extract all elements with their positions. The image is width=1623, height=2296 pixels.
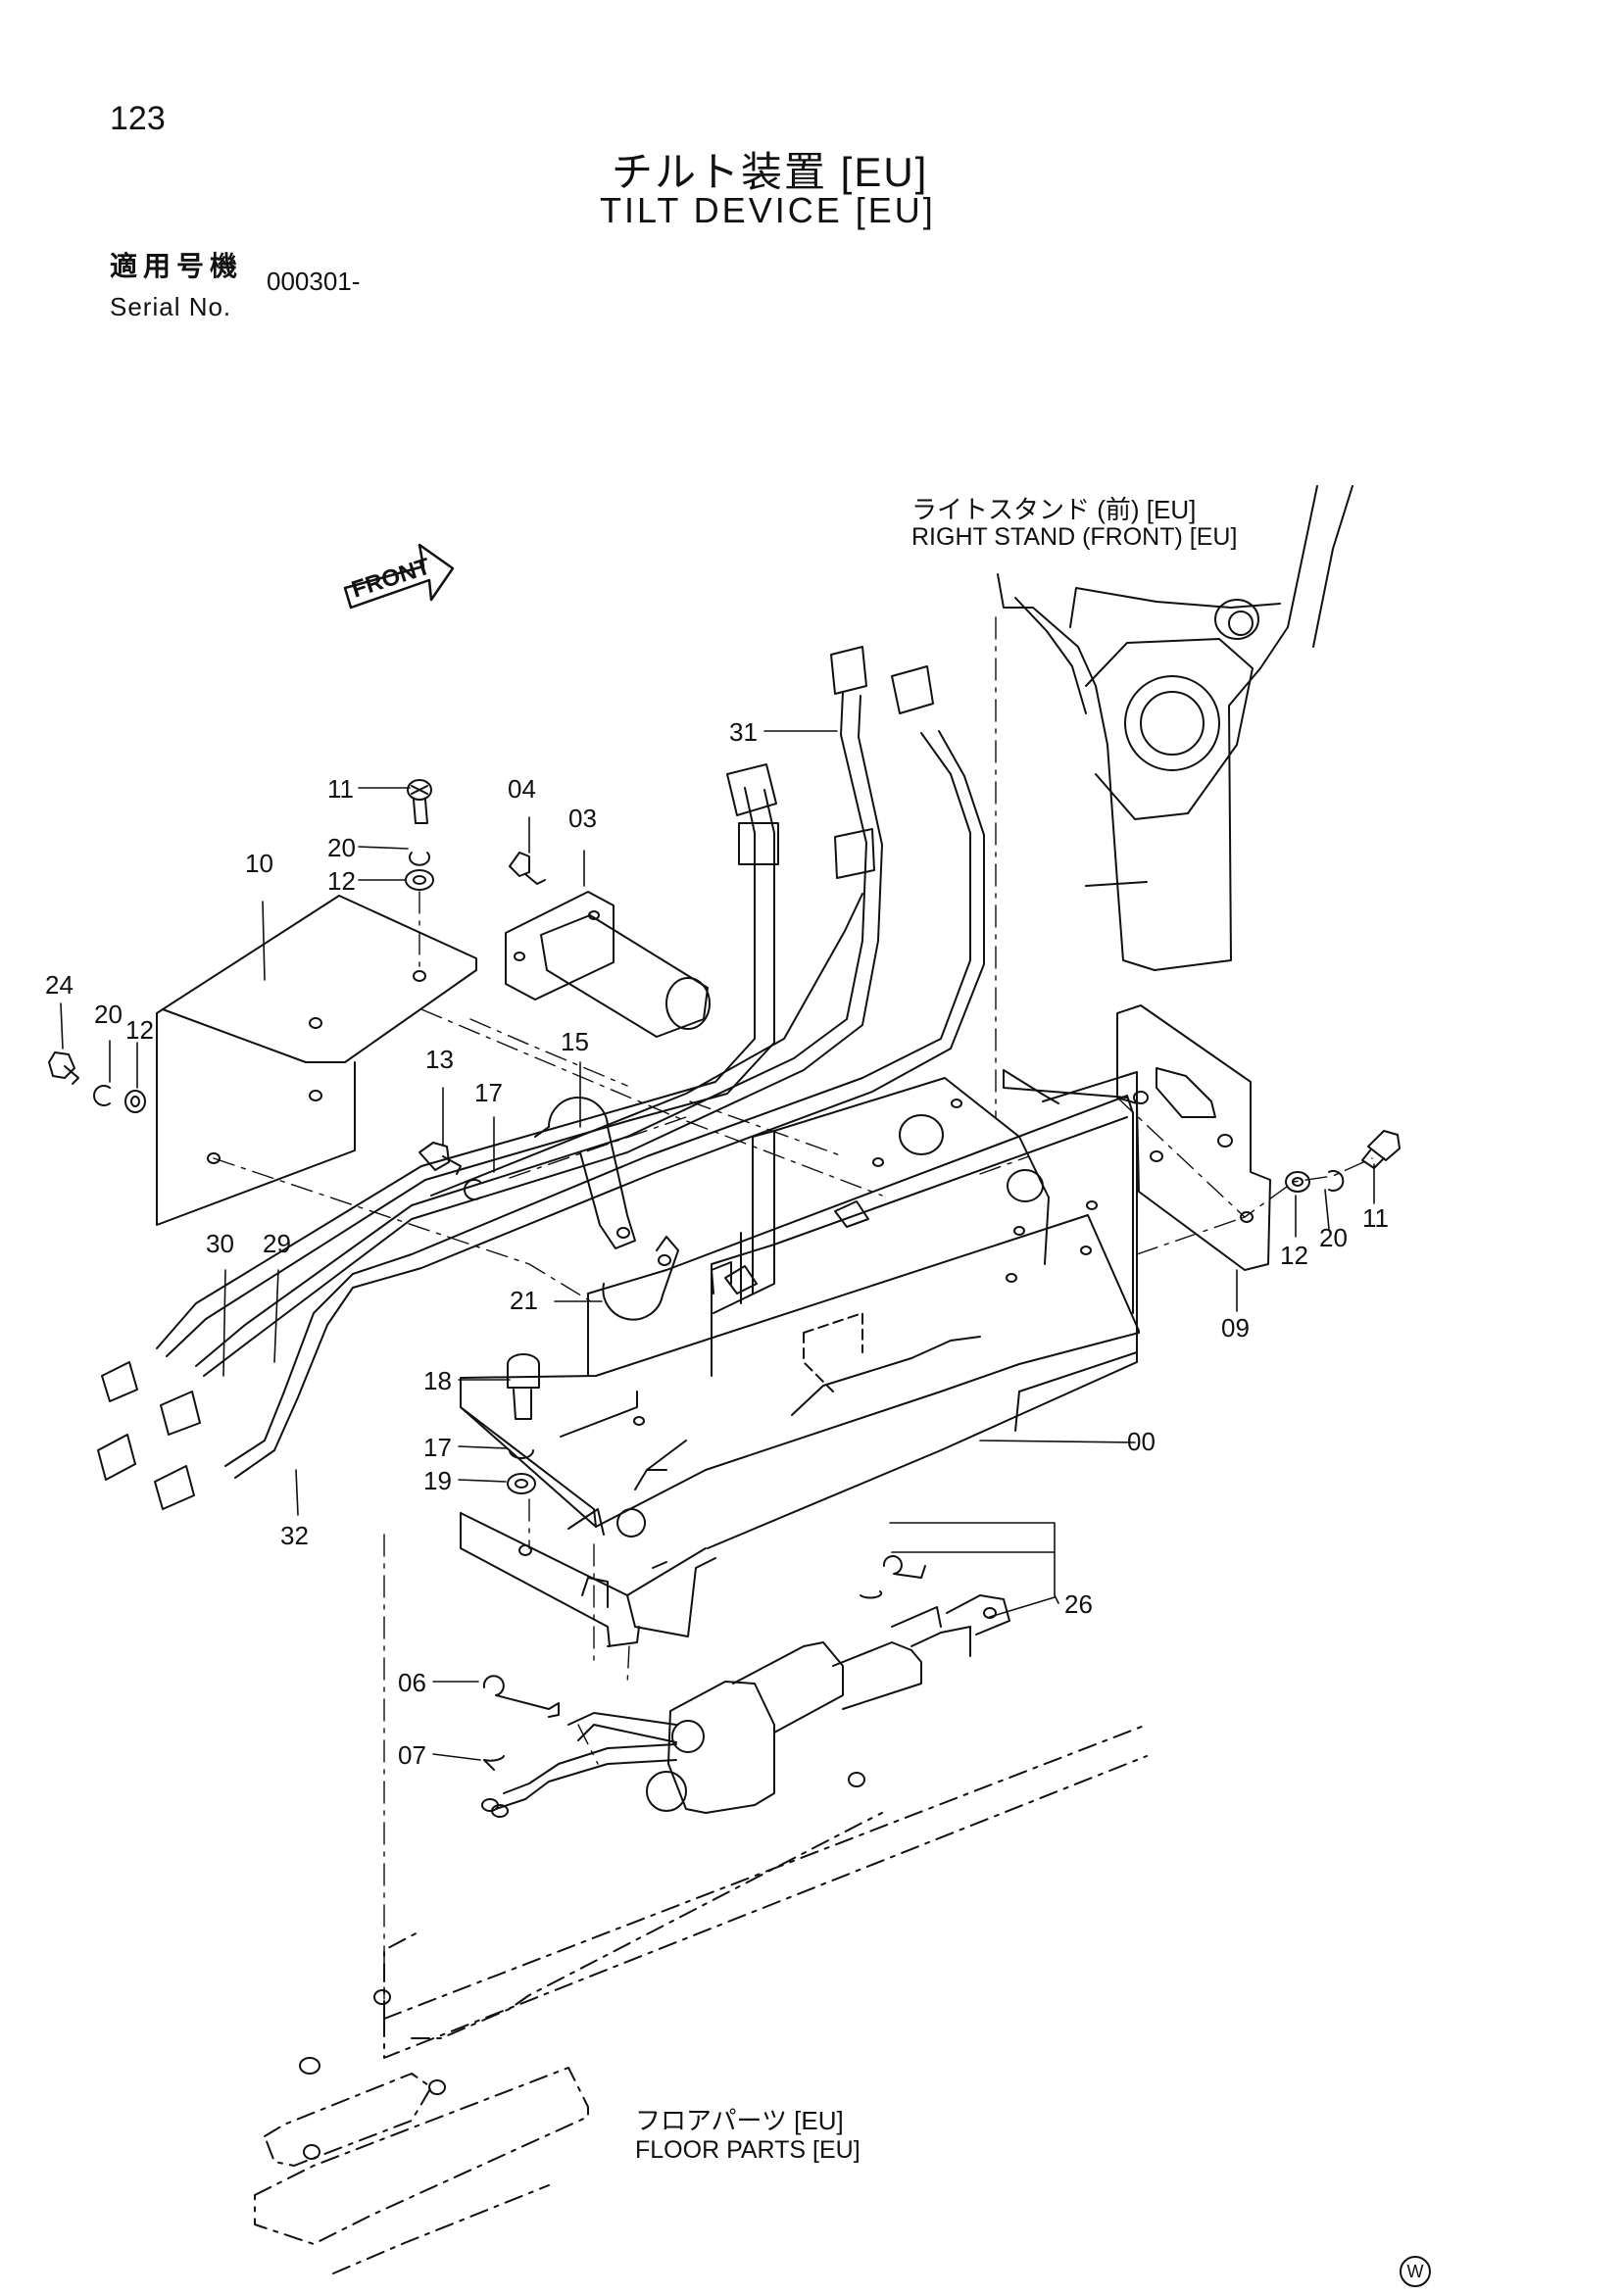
tilt-actuator — [482, 1556, 1009, 1817]
callout-leader-lines — [61, 731, 1374, 1760]
callout-17-upper: 17 — [474, 1078, 503, 1107]
bolt-18-set — [508, 1354, 539, 1493]
callout-03: 03 — [568, 804, 597, 833]
callout-07: 07 — [398, 1740, 426, 1770]
callout-12-upper: 12 — [327, 866, 356, 896]
page-title: TILT DEVICE [EU] — [600, 190, 936, 230]
main-frame-00 — [461, 1070, 1139, 1646]
floor-parts-label-japanese: フロアパーツ [EU] — [635, 2106, 844, 2135]
serial-label-japanese: 適用号機 — [110, 251, 244, 281]
callout-09: 09 — [1221, 1313, 1250, 1343]
page-title-japanese: チルト装置 [EU] — [612, 149, 929, 195]
serial-label: Serial No. — [110, 292, 232, 321]
callout-12-right: 12 — [1280, 1241, 1308, 1270]
page-number: 123 — [110, 100, 166, 137]
floor-holes — [300, 1773, 864, 2159]
right-stand-label-japanese: ライトスタンド (前) [EU] — [911, 495, 1197, 524]
floor-parts-outline — [255, 1725, 1147, 2273]
callout-10: 10 — [245, 849, 273, 878]
right-stand-outline — [998, 486, 1352, 970]
washer-bolt-set-right — [1286, 1131, 1400, 1192]
clamps-and-fasteners — [419, 1098, 678, 1320]
callout-20-left: 20 — [94, 1000, 123, 1029]
callout-26: 26 — [1064, 1589, 1093, 1619]
callout-15: 15 — [561, 1027, 589, 1056]
front-direction-arrow: FRONT — [345, 545, 453, 608]
bracket-10 — [157, 896, 476, 1225]
callout-12-left: 12 — [125, 1015, 154, 1045]
callout-06: 06 — [398, 1668, 426, 1697]
callout-32: 32 — [280, 1521, 309, 1550]
callout-20-right: 20 — [1319, 1223, 1348, 1252]
floor-parts-label: FLOOR PARTS [EU] — [635, 2136, 861, 2164]
callout-19: 19 — [423, 1466, 452, 1495]
callout-29: 29 — [263, 1229, 291, 1258]
washer-bolt-set-left — [49, 1052, 145, 1112]
serial-number-value: 000301- — [267, 267, 361, 296]
callout-11-upper: 11 — [327, 774, 354, 804]
callout-04: 04 — [508, 774, 536, 804]
wire-harnesses — [98, 647, 984, 1509]
callout-11-right: 11 — [1362, 1203, 1389, 1233]
pin-03 — [506, 853, 710, 1037]
watermark-logo: W — [1400, 2256, 1431, 2287]
callout-30: 30 — [206, 1229, 234, 1258]
callout-00: 00 — [1127, 1427, 1156, 1456]
callout-24: 24 — [45, 970, 74, 1000]
front-arrow-label: FRONT — [349, 553, 434, 603]
callout-20-upper: 20 — [327, 833, 356, 862]
callout-21: 21 — [510, 1286, 538, 1315]
right-stand-label: RIGHT STAND (FRONT) [EU] — [911, 523, 1238, 551]
callout-31: 31 — [729, 717, 758, 747]
callout-17-lower: 17 — [423, 1433, 452, 1462]
callout-13: 13 — [425, 1045, 454, 1074]
bracket-09 — [1117, 1005, 1270, 1270]
screw-washer-set-upper — [406, 780, 433, 890]
callout-18: 18 — [423, 1366, 452, 1395]
assembly-centerlines — [214, 617, 1372, 1999]
